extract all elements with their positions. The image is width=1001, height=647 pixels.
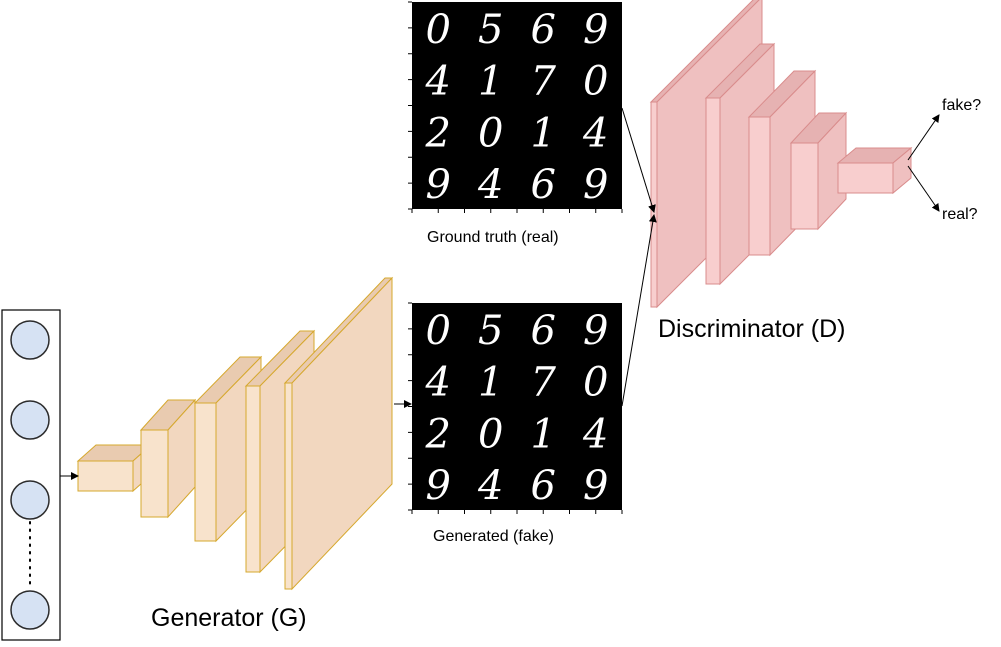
latent-vector xyxy=(1,309,61,641)
digit-cell: 2 xyxy=(425,411,451,457)
latent-vector-frame xyxy=(1,309,61,641)
digit-cell: 6 xyxy=(531,308,556,354)
digit-cell: 0 xyxy=(426,7,451,53)
latent-node-1 xyxy=(10,320,50,360)
generator-layer-5 xyxy=(283,276,394,591)
arrow-fake-to-discriminator xyxy=(621,214,657,407)
arrow-real-to-discriminator xyxy=(621,107,656,213)
digit-cell: 4 xyxy=(425,59,451,105)
digit-cell: 9 xyxy=(426,463,451,509)
fake-panel-ticks xyxy=(408,302,623,514)
digit-cell: 0 xyxy=(583,360,608,406)
arrows xyxy=(60,107,940,480)
digit-cell: 2 xyxy=(425,110,451,156)
digit-cell: 7 xyxy=(531,360,557,406)
digit-cell: 7 xyxy=(531,59,557,105)
digit-cell: 4 xyxy=(582,411,608,457)
generator-blocks xyxy=(76,276,394,591)
generator-layer-3-front xyxy=(194,402,217,542)
digit-cell: 4 xyxy=(425,360,451,406)
digit-cell: 0 xyxy=(478,411,503,457)
digit-cell: 4 xyxy=(477,162,503,208)
arrow-to-real-output xyxy=(907,165,940,212)
latent-node-2 xyxy=(10,400,50,440)
discriminator-blocks xyxy=(649,0,913,309)
latent-node-4 xyxy=(10,590,50,630)
generator-label: Generator (G) xyxy=(151,604,307,632)
generator-layer-1-front xyxy=(77,460,134,492)
discriminator-layer-5 xyxy=(836,146,913,195)
digit-cell: 1 xyxy=(478,360,503,406)
digit-cell: 4 xyxy=(477,463,503,509)
latent-node-3 xyxy=(10,480,50,520)
generator-layer-2 xyxy=(139,398,197,519)
digit-cell: 9 xyxy=(426,162,451,208)
fake-panel-caption: Generated (fake) xyxy=(433,528,554,545)
discriminator-layer-4 xyxy=(789,111,848,231)
digit-cell: 1 xyxy=(531,110,556,156)
digit-cell: 9 xyxy=(583,463,608,509)
real-output-label: real? xyxy=(942,206,978,223)
generator-layer-1 xyxy=(76,443,153,493)
generator-layer-2-front xyxy=(140,429,169,518)
digit-cell: 0 xyxy=(426,308,451,354)
digit-cell: 0 xyxy=(583,59,608,105)
discriminator-layer-4-front xyxy=(790,142,819,230)
digit-cell: 4 xyxy=(582,110,608,156)
generator-layer-5-front xyxy=(284,382,293,590)
digit-cell: 5 xyxy=(478,7,503,53)
fake-panel-bg xyxy=(412,303,622,510)
digit-cell: 6 xyxy=(531,162,556,208)
fake-output-label: fake? xyxy=(942,97,982,114)
digit-cell: 6 xyxy=(531,7,556,53)
generator-layer-4-front xyxy=(245,385,261,573)
real-panel-caption: Ground truth (real) xyxy=(427,229,559,246)
real-panel-bg xyxy=(412,2,622,209)
digit-cell: 9 xyxy=(583,7,608,53)
real-panel-ticks xyxy=(408,1,623,213)
discriminator-layer-5-front xyxy=(837,162,894,194)
digit-cell: 9 xyxy=(583,308,608,354)
discriminator-layer-2-front xyxy=(705,97,721,285)
digit-cell: 1 xyxy=(531,411,556,457)
digit-cell: 1 xyxy=(478,59,503,105)
digit-cell: 6 xyxy=(531,463,556,509)
digit-cell: 0 xyxy=(478,110,503,156)
digit-cell: 9 xyxy=(583,162,608,208)
discriminator-label: Discriminator (D) xyxy=(658,315,846,343)
arrow-to-fake-output xyxy=(907,114,940,161)
discriminator-layer-3-front xyxy=(748,116,771,256)
digit-cell: 5 xyxy=(478,308,503,354)
